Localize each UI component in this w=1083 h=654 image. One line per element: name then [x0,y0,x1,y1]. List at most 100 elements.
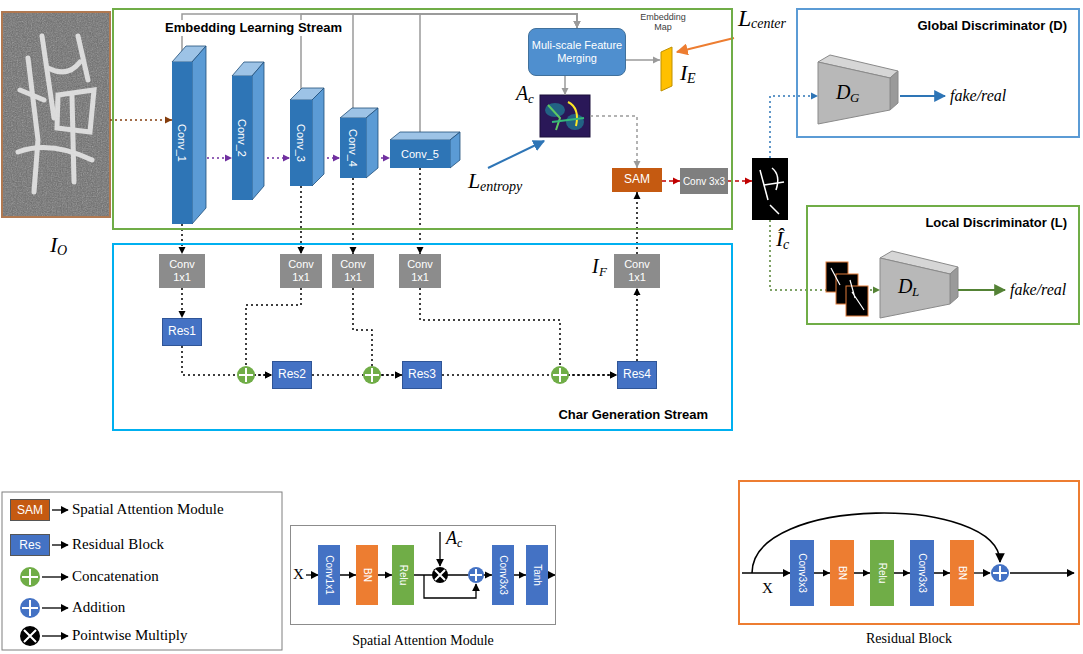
connector [182,346,272,379]
arrowhead [383,155,390,162]
node-label: Relu [877,563,888,584]
node-label: Conv1x1 [324,555,335,594]
arrowhead [265,372,272,379]
node-label: Conv3x3 [797,553,808,592]
discriminator-side [950,267,958,304]
connector-line [110,119,172,121]
node-label: D [898,276,912,296]
arrowhead [873,287,880,294]
connector-line [442,374,617,376]
arrowhead [417,247,424,254]
connector [179,288,186,318]
layer-box: Conv1x1 [318,545,340,605]
layer-box: BN [356,545,378,605]
node-label: Embedding Map [638,12,688,33]
node-label: L [912,285,919,298]
node-label: Conv 1x1 [401,258,439,283]
arrowhead [574,21,581,28]
layer-box: BN [950,540,974,606]
attention-label: c [457,537,462,549]
embedding-map: Embedding MapIE [660,48,672,90]
connector [934,570,950,577]
legend-multiply-symbol [20,626,40,646]
addition-symbol [468,567,484,583]
embedding-bar-shape [661,47,672,91]
input-image: IO [2,12,110,217]
connector [442,372,617,379]
output-arrow [958,289,1005,291]
connector-line [770,220,880,290]
node-label: Embedding Learning Stream [162,20,345,36]
arrowhead [634,288,641,295]
arrowhead [179,247,186,254]
node-label: Conv_4 [347,129,359,167]
loss-arrow [677,38,734,52]
arrowhead [634,161,641,168]
connector [626,57,660,64]
node-label: BN [362,568,373,582]
feature-label: I [592,256,599,276]
node-label: Conv 1x1 [161,258,203,283]
input-image-noise [2,12,110,217]
node-label: Î [776,228,783,250]
discriminator-front [880,258,950,318]
arrowhead [283,155,290,162]
stream-panel: Embedding Learning StreamConv_1Conv_2Con… [112,8,733,230]
legend-text: Addition [72,599,125,616]
loss-label: entropy [480,180,522,194]
attention-stroke [568,102,577,126]
node-label: Conv 1x1 [334,258,372,283]
node-label: Conv3x3 [498,555,509,594]
arrowhead [574,21,581,28]
connector [634,288,641,361]
connector-line [770,96,818,158]
loss-label: L [468,170,480,192]
detail-panel: Spatial Attention ModuleConv1x1BNReluCon… [290,525,556,625]
node-label: Conv_1 [176,124,188,162]
connector [590,116,641,168]
residual-box: Res4 [617,361,657,389]
merge-box: Muli-scale Feature Merging [528,28,626,76]
output-label: fake/real [1010,281,1066,299]
discriminator-panel: Global Discriminator (D)DG [796,8,1080,138]
arrowhead [823,570,830,577]
connector [312,372,402,379]
node-label: Muli-scale Feature Merging [531,39,623,64]
loss-arrow [488,141,544,168]
conv-box: Conv 1x1 [614,254,660,288]
node-label: D [836,82,850,102]
node-label: Conv3x3 [917,553,928,592]
arrowhead [165,117,172,124]
output-label: fake/real [950,87,1006,105]
sam-detail-wiring [306,532,555,598]
arrowhead [562,88,569,95]
arrowhead [349,572,356,579]
discriminator-block: DL [880,258,950,318]
residual-box: Res2 [272,361,312,389]
loss-label: L [738,6,751,30]
node-label: Residual Block [740,631,1078,647]
connector [340,572,356,579]
legend-frame [2,492,282,650]
attention-map-image [540,95,590,137]
conv-block: Conv_1 [172,62,192,224]
arrowhead [653,57,660,64]
node-label: Local Discriminator (L) [922,215,1070,231]
node-label: Conv 1x1 [616,258,658,283]
arrowhead [811,93,818,100]
input-label: X [762,580,773,597]
node-label: Res2 [278,368,306,382]
generated-image [752,158,788,220]
conv-block: Conv_2 [232,76,252,200]
connector [420,288,617,379]
arrowhead [610,372,617,379]
legend-text: Pointwise Multiply [72,627,187,644]
local-crops [826,262,868,316]
node-label: c [528,92,534,105]
node-label: SAM [624,173,650,187]
node-label: Res1 [168,325,196,339]
node-label: Conv 3x3 [683,176,725,187]
output-arrow [900,95,945,97]
connector [770,220,880,294]
node-label: A [516,83,528,103]
